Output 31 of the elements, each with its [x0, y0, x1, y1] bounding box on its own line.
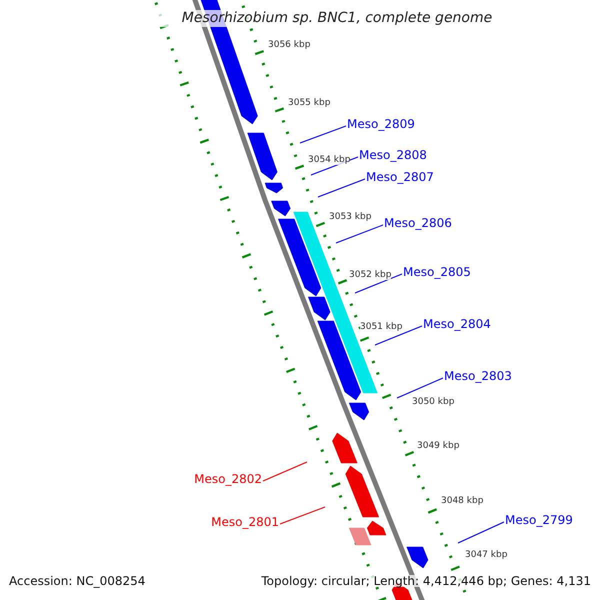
- gene-label: Meso_2807: [366, 171, 434, 183]
- gene-label: Meso_2801: [211, 516, 279, 528]
- scale-label: 3048 kbp: [441, 497, 484, 506]
- gene-label: Meso_2803: [444, 370, 512, 382]
- leader-line: [354, 274, 402, 294]
- leader-line: [300, 126, 346, 144]
- scale-label: 3050 kbp: [412, 398, 454, 407]
- gene-label: Meso_2802: [194, 473, 262, 485]
- genome-summary-text: Topology: circular; Length: 4,412,446 bp; Genes: 4,131: [261, 575, 591, 587]
- leader-line: [336, 224, 384, 244]
- leader-line: [396, 378, 444, 398]
- leader-line: [280, 506, 326, 524]
- gene-label: Meso_2806: [384, 217, 452, 229]
- leader-line: [262, 462, 308, 482]
- gene-label: Meso_2805: [403, 266, 471, 278]
- gene-label: Meso_2809: [347, 118, 415, 130]
- leader-line: [458, 522, 504, 544]
- leader-line: [374, 326, 422, 346]
- gene-label: Meso_2808: [359, 149, 427, 161]
- scale-label: 3052 kbp: [349, 271, 392, 280]
- scale-label: 3049 kbp: [417, 442, 460, 451]
- gene-label: Meso_2799: [505, 514, 573, 526]
- leader-line: [318, 178, 366, 198]
- scale-label: 3056 kbp: [268, 41, 310, 50]
- scale-label: 3054 kbp: [308, 156, 350, 165]
- accession-text: Accession: NC_008254: [9, 575, 146, 587]
- scale-label: 3053 kbp: [329, 213, 372, 222]
- gene-label: Meso_2804: [423, 318, 491, 330]
- scale-label: 3055 kbp: [288, 99, 330, 108]
- scale-label: 3047 kbp: [465, 551, 508, 560]
- scale-label: 3051 kbp: [360, 323, 402, 332]
